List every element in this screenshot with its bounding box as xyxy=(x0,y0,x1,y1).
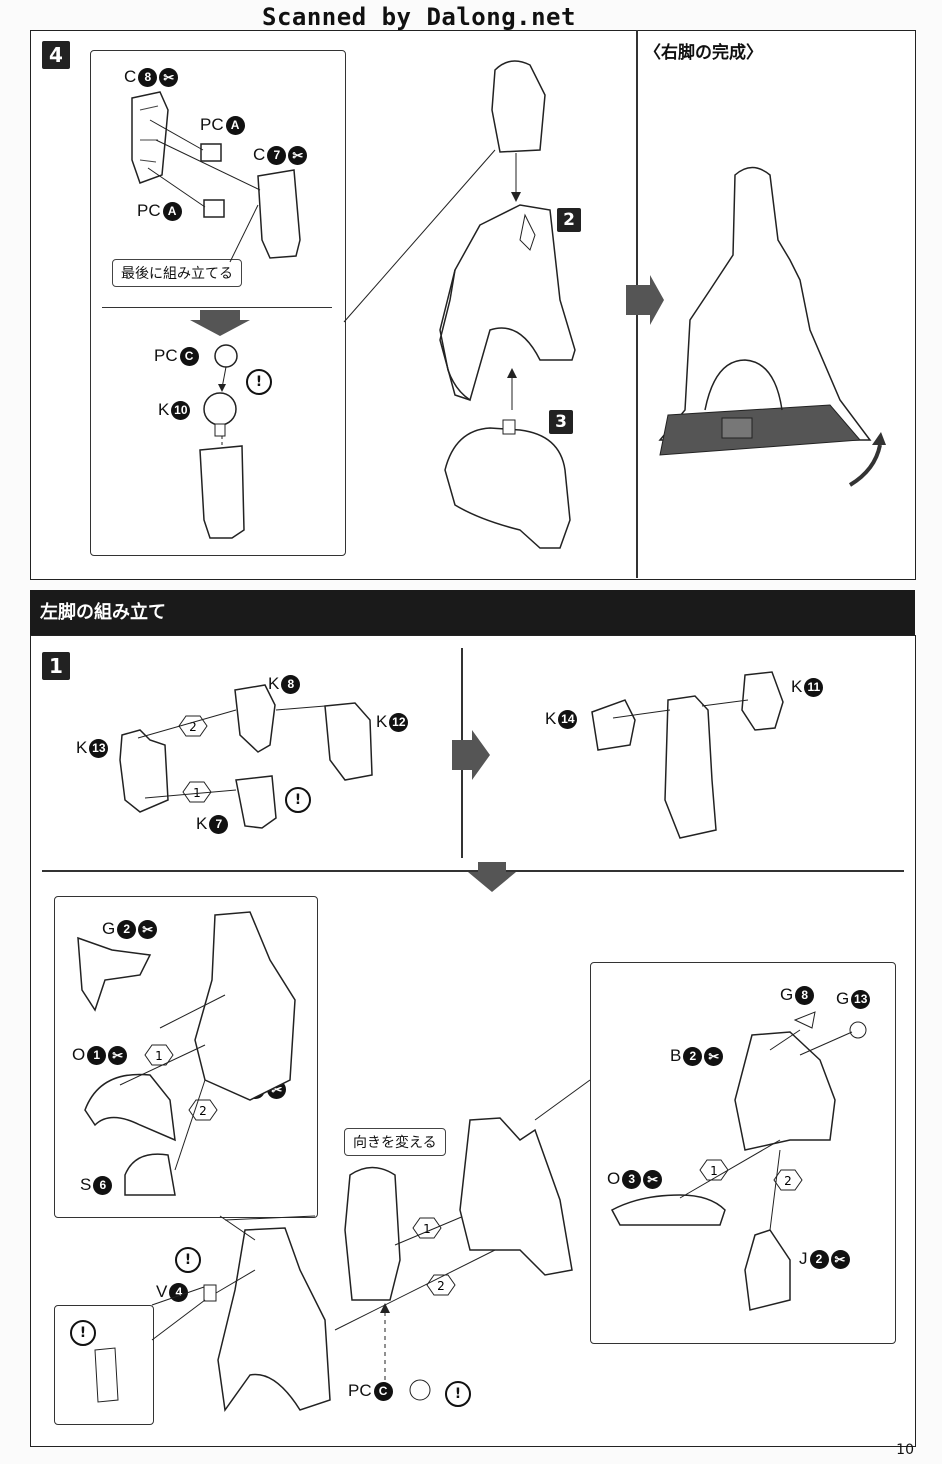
label-o1: O 1 ✂ xyxy=(72,1045,128,1065)
nipper-icon: ✂ xyxy=(288,145,308,165)
svg-text:1: 1 xyxy=(423,1222,431,1236)
warning-icon: ! xyxy=(445,1381,471,1407)
step1-horizontal-divider xyxy=(42,870,904,872)
label-k7: K 7 xyxy=(196,814,229,834)
nipper-icon: ✂ xyxy=(108,1045,128,1065)
step1-parts-drawing: 2 1 xyxy=(119,671,784,892)
label-c7: C 7 ✂ xyxy=(253,145,308,165)
callout-assemble-last: 最後に組み立てる xyxy=(112,259,242,287)
warning-icon: ! xyxy=(70,1320,96,1346)
label-k14: K 14 xyxy=(545,709,578,729)
label-k13: K 13 xyxy=(76,738,109,758)
callout-rotate: 向きを変える xyxy=(344,1128,446,1156)
nipper-icon: ✂ xyxy=(643,1169,663,1189)
label-v4: V 4 xyxy=(156,1282,189,1302)
nipper-icon: ✂ xyxy=(138,919,158,939)
substep-2: 2 xyxy=(557,208,581,232)
step4-parts-drawing xyxy=(131,60,886,549)
svg-text:1: 1 xyxy=(155,1049,163,1063)
left-leg-section-title: 左脚の組み立て xyxy=(30,590,915,635)
lower-right-subassembly-box xyxy=(590,962,896,1344)
svg-text:1: 1 xyxy=(710,1164,718,1178)
label-pca-top: PC A xyxy=(200,115,245,135)
label-g2: G 2 ✂ xyxy=(102,919,158,939)
nipper-icon: ✂ xyxy=(159,67,179,87)
label-s6: S 6 xyxy=(80,1175,113,1195)
step1-number: 1 xyxy=(42,652,70,680)
nipper-icon: ✂ xyxy=(830,1249,850,1269)
warning-icon: ! xyxy=(285,787,311,813)
step4-number: 4 xyxy=(42,41,70,69)
label-pca-bottom: PC A xyxy=(137,201,182,221)
label-k12: K 12 xyxy=(376,712,409,732)
completion-title: 〈右脚の完成〉 xyxy=(644,43,763,63)
label-k11: K 11 xyxy=(791,677,824,697)
label-j2: J 2 ✂ xyxy=(799,1249,850,1269)
nipper-icon: ✂ xyxy=(704,1046,724,1066)
label-pcc-step4: PC C xyxy=(154,346,199,366)
svg-text:2: 2 xyxy=(199,1104,207,1118)
svg-text:2: 2 xyxy=(784,1174,792,1188)
warning-icon: ! xyxy=(246,369,272,395)
watermark: Scanned by Dalong.net xyxy=(262,3,576,31)
label-g13: G 13 xyxy=(836,989,871,1009)
label-g8: G 8 xyxy=(780,985,815,1005)
order-2: 2 xyxy=(189,720,197,734)
label-k8: K 8 xyxy=(268,674,301,694)
label-k10: K 10 xyxy=(158,400,191,420)
label-pcc-lower: PC C xyxy=(348,1381,393,1401)
page-number: 10 xyxy=(896,1442,914,1458)
subbox-divider xyxy=(102,307,332,308)
warning-icon: ! xyxy=(175,1247,201,1273)
substep-3: 3 xyxy=(549,410,573,434)
label-o3: O 3 ✂ xyxy=(607,1169,663,1189)
svg-text:2: 2 xyxy=(437,1279,445,1293)
label-b2: B 2 ✂ xyxy=(670,1046,724,1066)
label-c8: C 8 ✂ xyxy=(124,67,179,87)
